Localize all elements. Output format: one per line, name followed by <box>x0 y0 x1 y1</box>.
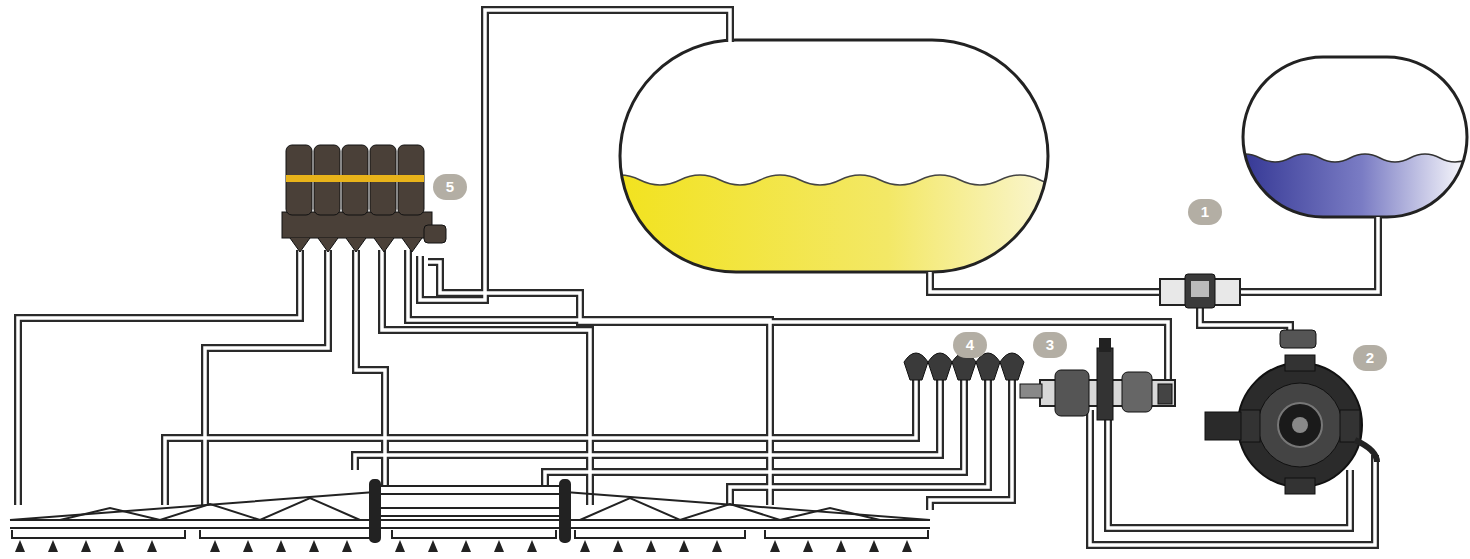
callout-number: 3 <box>1033 332 1067 358</box>
nozzle <box>48 540 58 552</box>
nozzle <box>679 540 689 552</box>
nozzle <box>210 540 220 552</box>
nozzle <box>81 540 91 552</box>
nozzle <box>395 540 405 552</box>
nozzle <box>461 540 471 552</box>
nozzle <box>613 540 623 552</box>
nozzle <box>869 540 879 552</box>
nozzle <box>428 540 438 552</box>
nozzle <box>527 540 537 552</box>
nozzle <box>494 540 504 552</box>
nozzle <box>836 540 846 552</box>
callout-number: 1 <box>1188 199 1222 225</box>
nozzle <box>803 540 813 552</box>
nozzle <box>114 540 124 552</box>
nozzle <box>243 540 253 552</box>
nozzle <box>147 540 157 552</box>
nozzle <box>712 540 722 552</box>
callout-number: 4 <box>953 332 987 358</box>
nozzle <box>902 540 912 552</box>
nozzle <box>770 540 780 552</box>
nozzle <box>276 540 286 552</box>
nozzle <box>309 540 319 552</box>
nozzle <box>646 540 656 552</box>
callout-number: 5 <box>433 174 467 200</box>
nozzle <box>15 540 25 552</box>
callout-number: 2 <box>1353 345 1387 371</box>
nozzle <box>580 540 590 552</box>
nozzle <box>342 540 352 552</box>
